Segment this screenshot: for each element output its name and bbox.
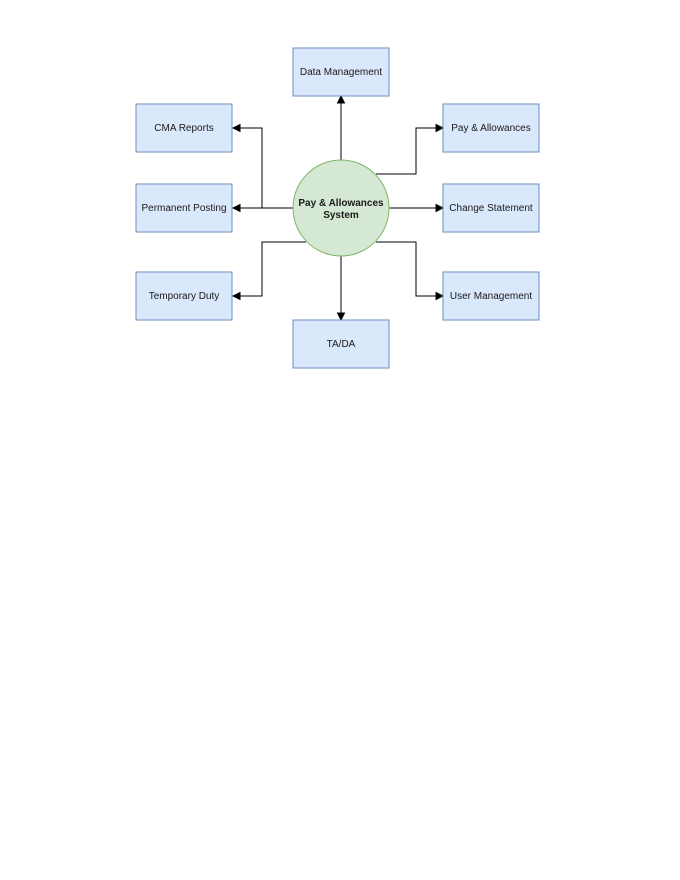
node-user-management: User Management (442, 271, 540, 321)
node-change-statement: Change Statement (442, 183, 540, 233)
edge-to-user-management (376, 241, 437, 297)
node-temporary-duty-label: Temporary Duty (149, 291, 220, 302)
node-tada-label: TA/DA (327, 339, 356, 350)
node-temporary-duty: Temporary Duty (135, 271, 233, 321)
edge-to-temporary-duty (239, 241, 306, 297)
node-pay-allowances-label: Pay & Allowances (451, 123, 531, 134)
node-user-management-box (442, 271, 540, 321)
node-data-management-box (292, 47, 390, 97)
node-change-statement-box (442, 183, 540, 233)
arrow-pay-allowances (435, 123, 445, 133)
node-permanent-posting: Permanent Posting (135, 183, 233, 233)
center-label-line2: System (323, 210, 359, 221)
node-change-statement-label: Change Statement (449, 203, 533, 214)
edge-to-cma-reports (239, 127, 293, 209)
node-cma-reports-label: CMA Reports (154, 123, 213, 134)
arrow-temporary-duty (231, 291, 241, 301)
arrow-tada (336, 312, 346, 322)
node-temporary-duty-box (135, 271, 233, 321)
center-node: Pay & Allowances System (292, 159, 390, 257)
edge-to-pay-allowances (376, 127, 437, 175)
arrow-permanent-posting (231, 203, 241, 213)
center-label-line1: Pay & Allowances (298, 198, 384, 209)
center-circle (292, 159, 390, 257)
arrow-change-statement (435, 203, 445, 213)
node-pay-allowances-box (442, 103, 540, 153)
node-cma-reports: CMA Reports (135, 103, 233, 153)
node-tada: TA/DA (292, 319, 390, 369)
arrow-cma-reports (231, 123, 241, 133)
node-user-management-label: User Management (450, 291, 532, 302)
edges (231, 94, 445, 322)
node-cma-reports-box (135, 103, 233, 153)
node-tada-box (292, 319, 390, 369)
node-pay-allowances: Pay & Allowances (442, 103, 540, 153)
node-data-management: Data Management (292, 47, 390, 97)
arrow-data-management (336, 94, 346, 104)
node-data-management-label: Data Management (300, 67, 382, 78)
node-permanent-posting-box (135, 183, 233, 233)
arrow-user-management (435, 291, 445, 301)
node-permanent-posting-label: Permanent Posting (141, 203, 226, 214)
